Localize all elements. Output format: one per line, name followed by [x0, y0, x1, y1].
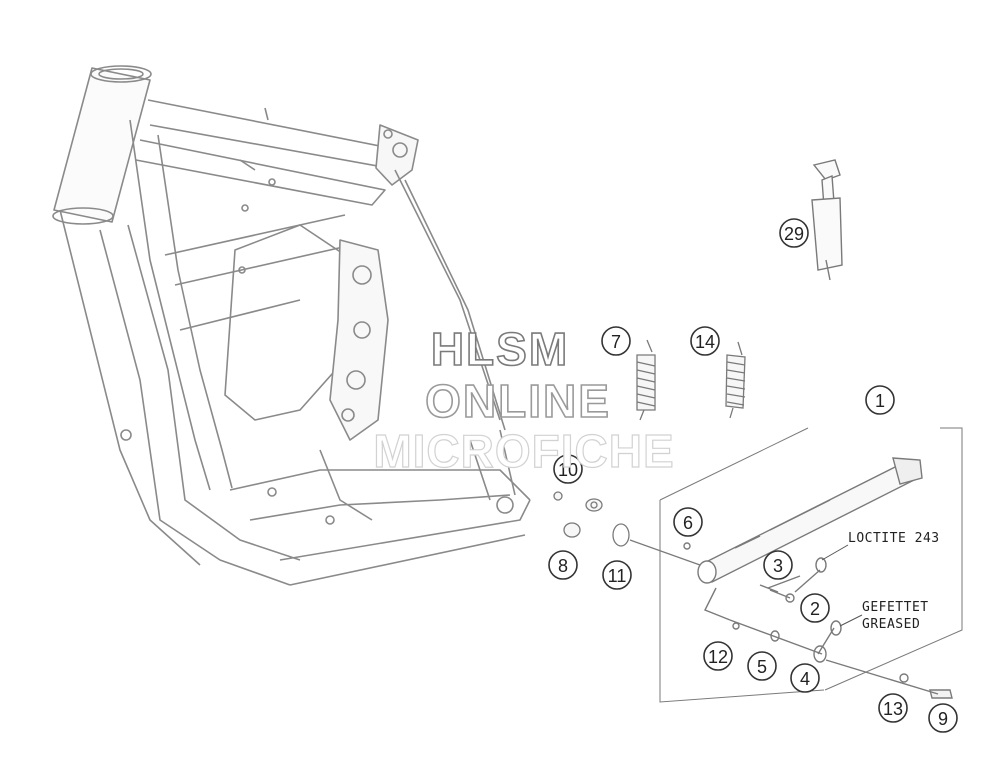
- part-14-spring: [725, 341, 746, 419]
- callout-29-label: 29: [784, 224, 804, 244]
- callout-2-label: 2: [810, 599, 820, 619]
- callout-14-circle: [690, 326, 720, 356]
- loctite-note: LOCTITE 243: [848, 531, 940, 546]
- callout-3-circle: [763, 550, 793, 580]
- callout-10-label: 10: [558, 460, 578, 480]
- callout-9-circle: [928, 703, 958, 733]
- callout-5-circle: [747, 651, 777, 681]
- callout-11-label: 11: [608, 566, 627, 586]
- callout-8-circle: [548, 550, 578, 580]
- callout-circles: [548, 218, 958, 733]
- callout-6-circle: [673, 507, 703, 537]
- motorcycle-frame: [52, 65, 531, 586]
- greased-note-de: GEFETTET: [862, 600, 929, 615]
- callout-9-label: 9: [938, 709, 948, 729]
- callout-7-circle: [601, 326, 631, 356]
- callout-13-circle: [878, 693, 908, 723]
- callout-1-circle: [865, 385, 895, 415]
- callout-4-label: 4: [800, 669, 810, 689]
- small-fasteners: [553, 491, 701, 566]
- greased-note-en: GREASED: [862, 617, 921, 632]
- callout-6-label: 6: [683, 513, 693, 533]
- part-7-spring: [636, 339, 656, 421]
- callout-13-label: 13: [883, 699, 903, 719]
- callout-4-circle: [790, 663, 820, 693]
- callout-12-label: 12: [708, 647, 728, 667]
- callout-14-label: 14: [695, 332, 715, 352]
- callout-11-circle: [602, 560, 632, 590]
- callout-8-label: 8: [558, 556, 568, 576]
- callout-29-circle: [779, 218, 809, 248]
- callout-3-label: 3: [773, 556, 783, 576]
- side-stand-assembly: [659, 427, 963, 703]
- callout-7-label: 7: [611, 332, 621, 352]
- callout-5-label: 5: [757, 657, 767, 677]
- callout-12-circle: [703, 641, 733, 671]
- callout-10-circle: [553, 454, 583, 484]
- callout-1-label: 1: [875, 391, 885, 411]
- callout-2-circle: [800, 593, 830, 623]
- part-29-tag: [811, 159, 843, 281]
